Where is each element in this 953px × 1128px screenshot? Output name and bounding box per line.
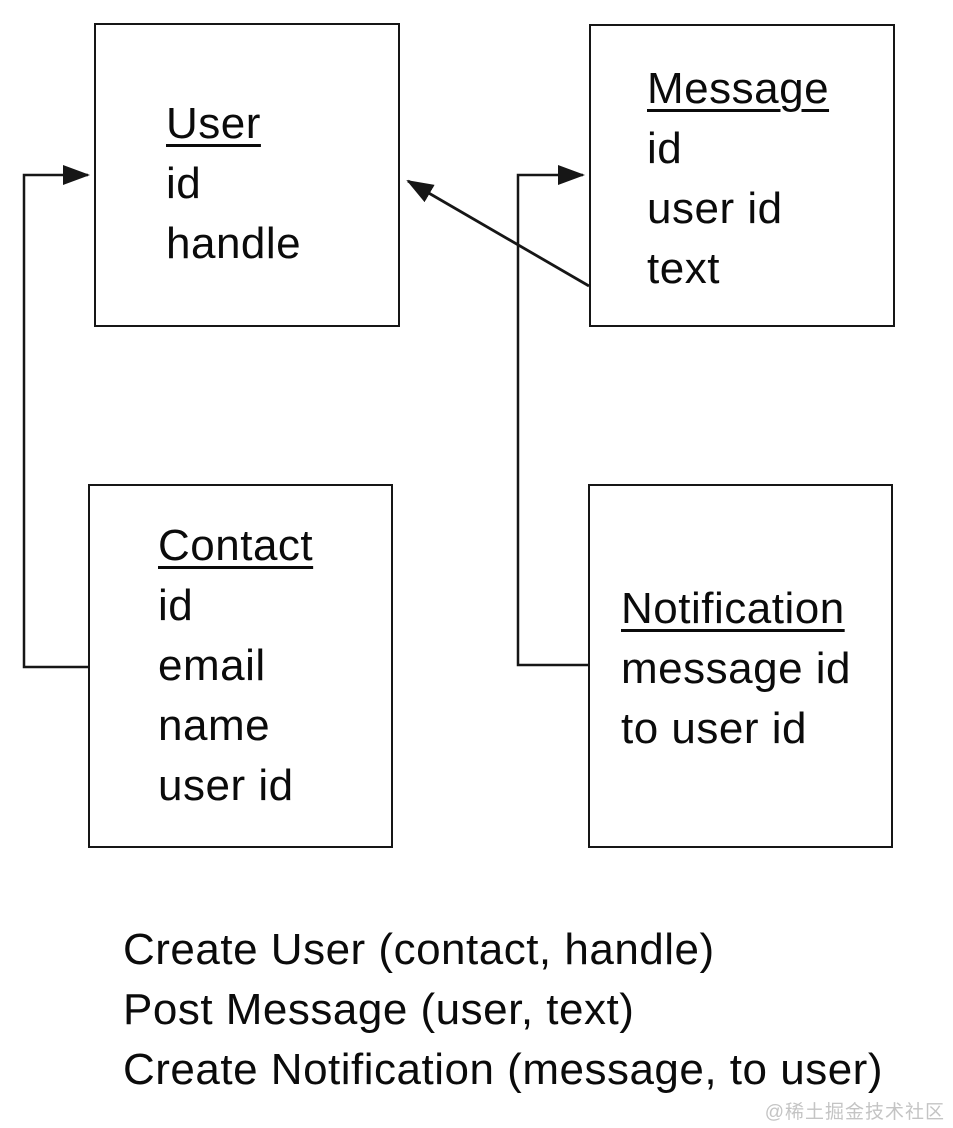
arrow-contact-to-user [22,165,90,669]
watermark: @稀土掘金技术社区 [764,1102,945,1123]
entity-box-contact: Contact id email name user id [88,484,393,848]
arrow-message-to-user [406,179,590,288]
entity-field: handle [166,219,302,268]
operation-line: Create Notification (message, to user) [123,1045,883,1094]
entity-field: user id [647,184,783,233]
entity-field: text [647,244,720,293]
entity-field: id [158,581,194,630]
arrow-notification-to-message [516,165,589,667]
operation-line: Post Message (user, text) [123,985,635,1034]
entity-title: Contact [158,521,314,570]
entity-field: name [158,701,271,750]
entity-field: id [647,124,683,173]
operations-list: Create User (contact, handle) Post Messa… [123,920,883,1100]
entity-field: id [166,159,202,208]
entity-title: Notification [621,584,845,633]
entity-field: email [158,641,266,690]
entity-title: Message [647,64,830,113]
entity-field: message id [621,644,852,693]
entity-field: user id [158,761,294,810]
entity-title: User [166,99,261,148]
entity-box-notification: Notification message id to user id [588,484,893,848]
entity-box-message: Message id user id text [589,24,895,327]
entity-field: to user id [621,704,807,753]
operation-line: Create User (contact, handle) [123,925,715,974]
entity-box-user: User id handle [94,23,400,327]
